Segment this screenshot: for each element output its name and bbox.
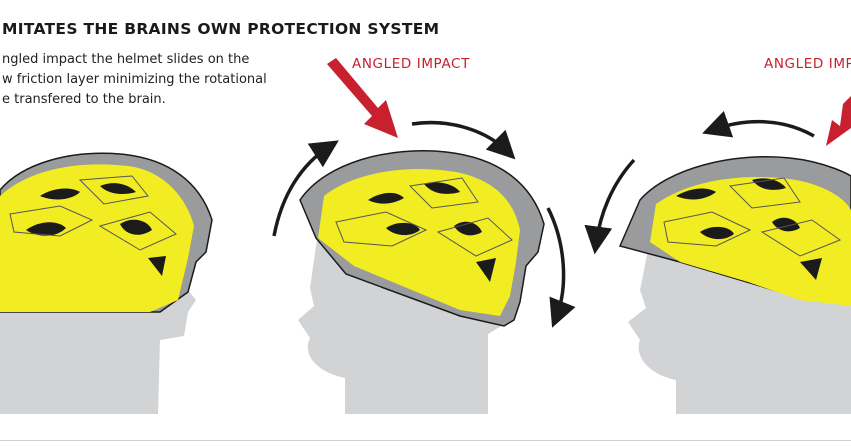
- bottom-divider: [0, 440, 851, 441]
- rotation-arrow-top-3: [702, 110, 815, 138]
- description-line-1: ngled impact the helmet slides on the: [2, 52, 250, 67]
- helmet-figure-2: [272, 58, 576, 414]
- rotation-arrow-left: [272, 140, 339, 237]
- description-line-2: w friction layer minimizing the rotation…: [2, 72, 267, 87]
- impact-arrow-2: [826, 96, 851, 146]
- description: ngled impact the helmet slides on the w …: [2, 50, 267, 110]
- liner-outline-3: [663, 177, 842, 257]
- helmet-liner-2: [318, 169, 520, 316]
- vent-holes-2: [368, 182, 496, 282]
- rotation-arrow-right: [546, 207, 576, 328]
- liner-outline-2: [335, 177, 513, 257]
- helmet-figure-3: [584, 96, 851, 414]
- rotation-arrow-left-3: [584, 158, 636, 255]
- liner-outline-1: [9, 175, 177, 251]
- helmet-liner-3: [650, 177, 851, 306]
- impact-arrow-1: [327, 58, 398, 138]
- section-title: MITATES THE BRAINS OWN PROTECTION SYSTEM: [2, 20, 440, 38]
- angled-impact-label-cropped: ANGLED IMP: [764, 56, 851, 72]
- rotation-arrow-top: [411, 120, 516, 160]
- helmet-figure-1: [0, 152, 213, 414]
- description-line-3: e transfered to the brain.: [2, 92, 166, 107]
- helmet-liner-1: [0, 164, 194, 312]
- vent-holes-1: [26, 183, 166, 276]
- angled-impact-label: ANGLED IMPACT: [352, 56, 470, 72]
